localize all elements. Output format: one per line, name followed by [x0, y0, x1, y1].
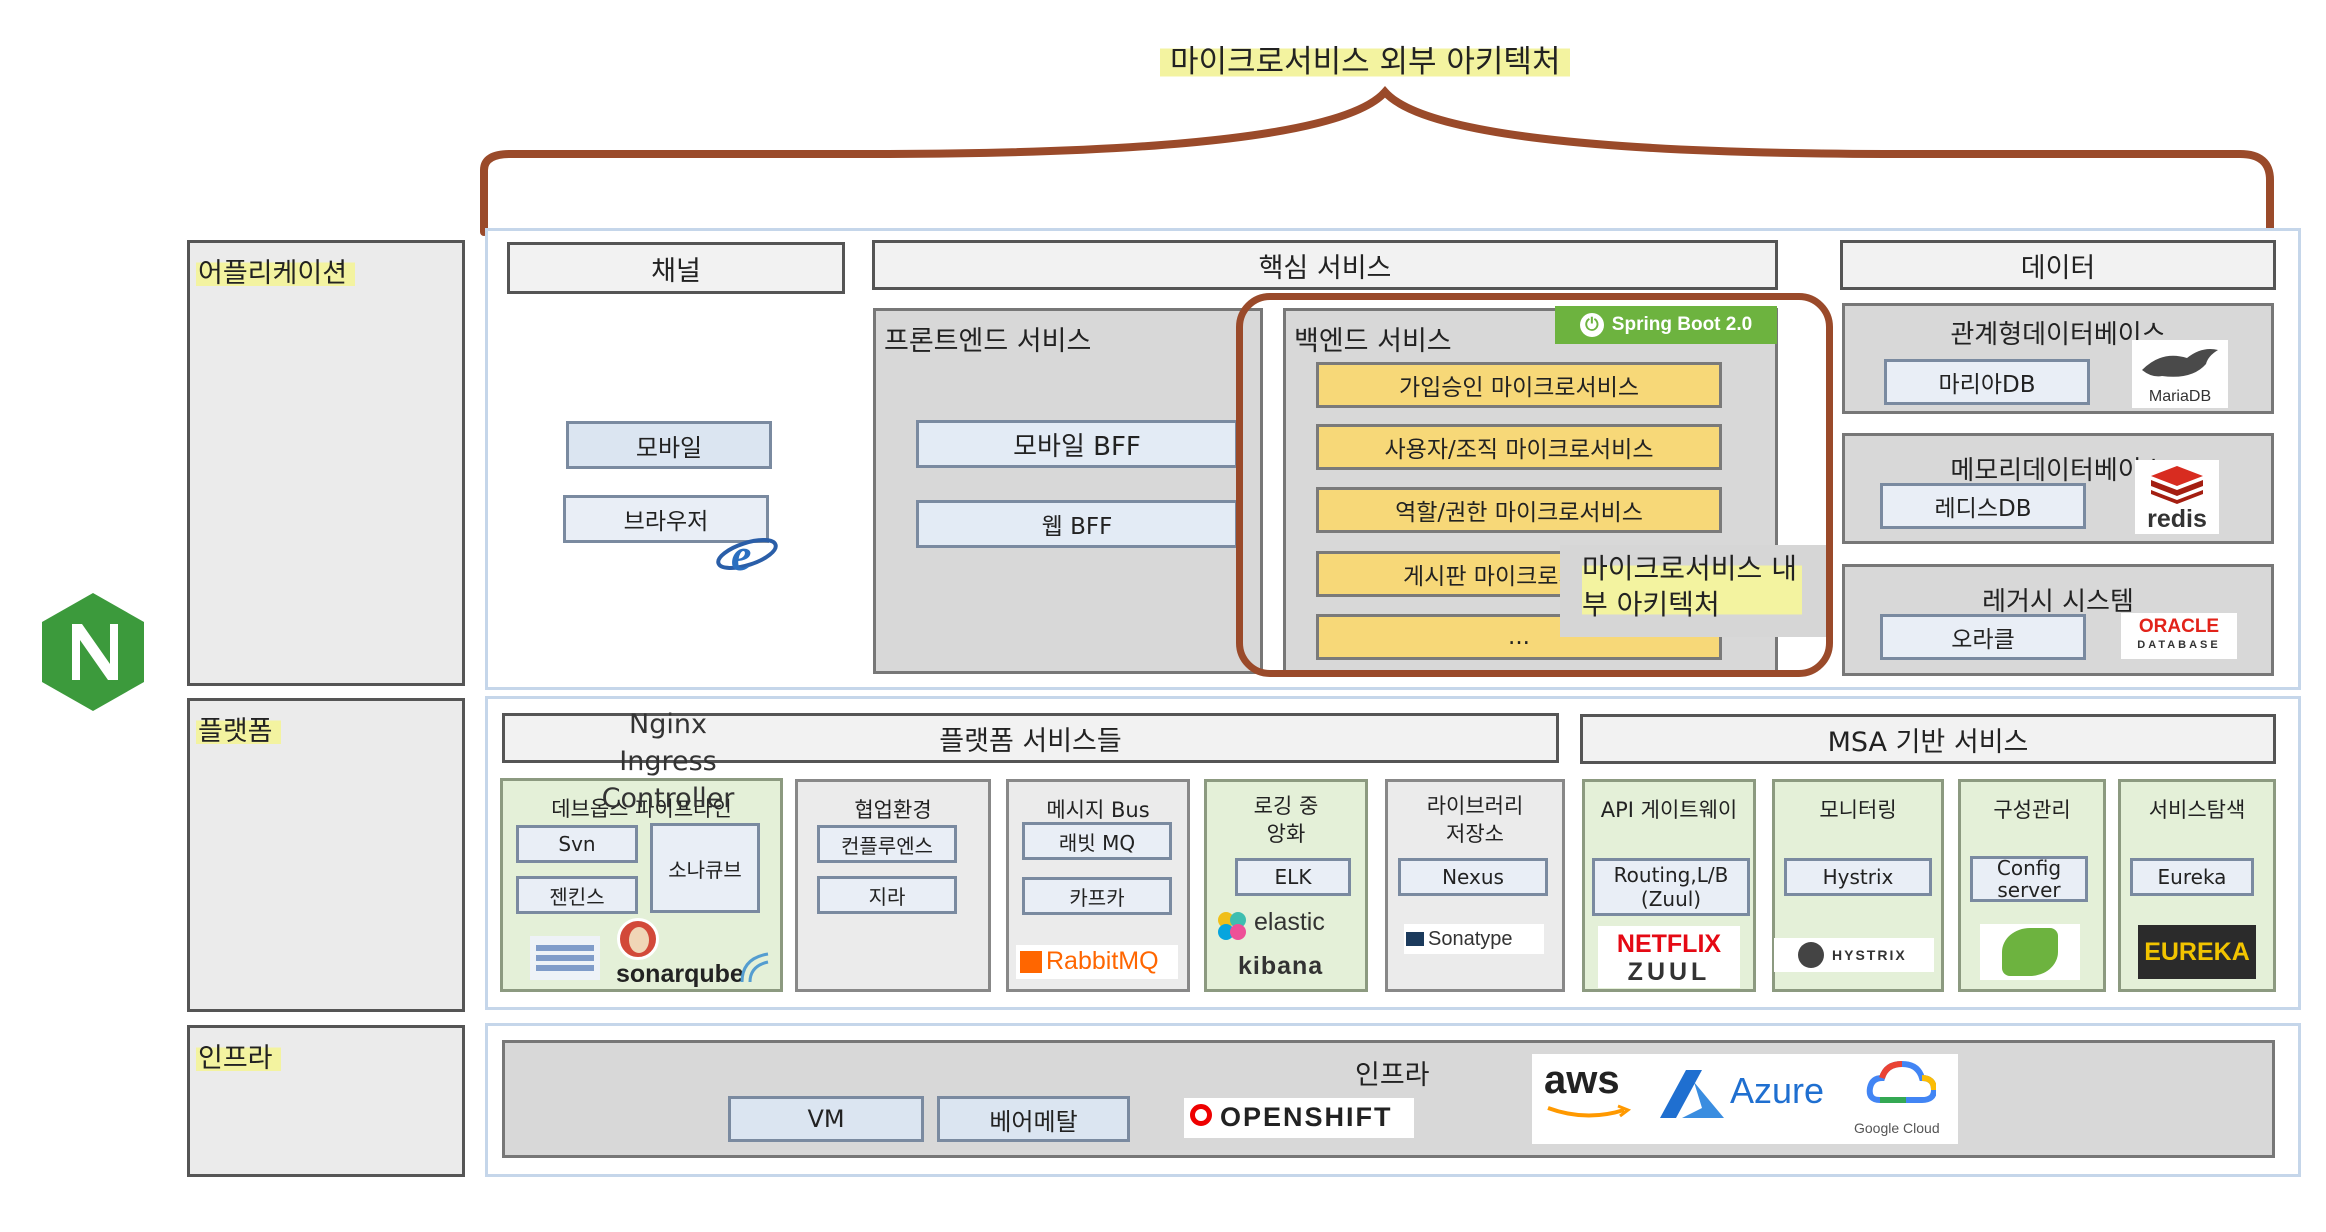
nginx-ingress-label: Nginx Ingress Controller	[598, 706, 738, 817]
core-services-header: 핵심 서비스	[872, 240, 1778, 290]
nexus-item: Nexus	[1398, 858, 1548, 896]
collab-title: 협업환경	[854, 798, 932, 822]
jenkins-logo	[617, 918, 659, 960]
logging-title: 로깅 중앙화	[1253, 794, 1319, 846]
message-bus-title: 메시지 Bus	[1046, 798, 1150, 822]
layer-label-application: 어플리케이션	[187, 240, 465, 686]
openshift-icon	[1190, 1104, 1212, 1126]
inner-architecture-label: 마이크로서비스 내부 아키텍처	[1582, 551, 1802, 623]
spring-boot-label: Spring Boot 2.0	[1611, 314, 1753, 335]
data-header: 데이터	[1840, 240, 2276, 290]
api-gateway-title: API 게이트웨이	[1600, 798, 1738, 822]
rabbitmq-icon	[1020, 951, 1042, 973]
inner-architecture-outline	[1236, 293, 1833, 677]
spring-power-icon: ⏻	[1579, 313, 1604, 337]
sonarqube-waves-icon	[740, 952, 769, 983]
kafka-item: 카프카	[1022, 877, 1172, 915]
google-cloud-icon	[1866, 1060, 1936, 1103]
elastic-logo: elastic	[1216, 908, 1346, 942]
redis-item: 레디스DB	[1880, 483, 2086, 529]
library-title: 라이브러리 저장소	[1426, 794, 1524, 846]
devops-title: 데브옵스 파이프라인	[551, 797, 732, 821]
mobile-bff: 모바일 BFF	[916, 420, 1238, 468]
frontend-service-box: 프론트엔드 서비스	[873, 308, 1263, 674]
layer-label-platform: 플랫폼	[187, 698, 465, 1012]
mariadb-logo: MariaDB	[2132, 340, 2228, 408]
rabbitmq-item: 래빗 MQ	[1022, 822, 1172, 860]
layer-label-infra: 인프라	[187, 1025, 465, 1177]
msa-services-header: MSA 기반 서비스	[1580, 714, 2276, 764]
spring-boot-badge: ⏻ Spring Boot 2.0	[1555, 306, 1777, 344]
vm-item: VM	[728, 1096, 924, 1142]
jira-item: 지라	[817, 876, 957, 914]
aws-logo: aws	[1544, 1058, 1620, 1102]
nginx-line-1: Nginx	[629, 709, 707, 740]
sonatype-icon	[1406, 932, 1424, 946]
platform-services-header: 플랫폼 서비스들	[502, 713, 1559, 763]
memdb-title: 메모리데이터베이스	[1950, 456, 2166, 486]
cloud-logos: aws Azure Google Cloud	[1532, 1054, 1958, 1144]
config-title: 구성관리	[1993, 798, 2071, 822]
svn-logo	[530, 936, 600, 980]
legacy-title: 레거시 시스템	[1982, 587, 2134, 617]
backend-service-title: 백엔드 서비스	[1294, 326, 1452, 357]
monitoring-title: 모니터링	[1819, 798, 1897, 822]
zuul-routing-item: Routing,L/B (Zuul)	[1592, 858, 1750, 916]
spring-cloud-logo	[1980, 924, 2080, 980]
hystrix-logo: HYSTRIX	[1774, 938, 1934, 972]
hystrix-item: Hystrix	[1784, 858, 1932, 896]
config-server-item: Config server	[1970, 856, 2088, 902]
openshift-logo: OPENSHIFT	[1184, 1098, 1414, 1138]
nginx-logo	[42, 593, 144, 711]
confluence-item: 컨플루엔스	[817, 825, 957, 863]
backend-item-user-org: 사용자/조직 마이크로서비스	[1316, 424, 1722, 470]
rabbitmq-logo: RabbitMQ	[1016, 945, 1178, 979]
eureka-logo: EUREKA	[2138, 925, 2256, 979]
rdb-title: 관계형데이터베이스	[1950, 320, 2166, 350]
outer-architecture-brace	[480, 85, 2274, 236]
web-bff: 웹 BFF	[916, 500, 1238, 548]
backend-item-role-permission: 역할/권한 마이크로서비스	[1316, 487, 1722, 533]
inner-architecture-callout: 마이크로서비스 내부 아키텍처	[1560, 545, 1828, 637]
oracle-logo: ORACLE DATABASE	[2121, 613, 2237, 659]
netflix-zuul-logo: NETFLIX ZUUL	[1598, 926, 1740, 988]
nginx-line-2: Ingress	[619, 746, 717, 777]
mobile-channel: 모바일	[566, 421, 772, 469]
channel-header: 채널	[507, 242, 845, 294]
nginx-line-3: Controller	[601, 783, 735, 814]
sonarqube-logo: sonarqube	[616, 960, 744, 988]
kibana-logo: kibana	[1238, 952, 1324, 980]
spring-leaf-icon	[2002, 928, 2058, 976]
ie-icon: e	[715, 528, 781, 580]
frontend-service-title: 프론트엔드 서비스	[884, 326, 1092, 357]
mariadb-item: 마리아DB	[1884, 359, 2090, 405]
hystrix-icon	[1798, 942, 1824, 968]
svg-text:e: e	[731, 529, 751, 578]
baremetal-item: 베어메탈	[937, 1096, 1130, 1142]
azure-logo: Azure	[1730, 1070, 1825, 1111]
svn-item: Svn	[516, 825, 638, 863]
discovery-title: 서비스탐색	[2148, 798, 2246, 822]
azure-icon	[1660, 1070, 1724, 1118]
google-cloud-label: Google Cloud	[1854, 1120, 1940, 1136]
infra-title: 인프라	[1355, 1060, 1430, 1091]
aws-smile-icon	[1547, 1104, 1632, 1118]
eureka-item: Eureka	[2130, 858, 2254, 896]
browser-channel: 브라우저	[563, 495, 769, 543]
oracle-item: 오라클	[1880, 614, 2086, 660]
diagram-title: 마이크로서비스 외부 아키텍처	[1160, 36, 1571, 80]
backend-item-signup-approval: 가입승인 마이크로서비스	[1316, 362, 1722, 408]
jenkins-item: 젠킨스	[516, 876, 638, 914]
elk-item: ELK	[1235, 858, 1351, 896]
sonatype-logo: Sonatype	[1404, 924, 1544, 954]
redis-logo: redis	[2135, 460, 2219, 534]
sonarqube-item: 소나큐브	[650, 823, 760, 913]
